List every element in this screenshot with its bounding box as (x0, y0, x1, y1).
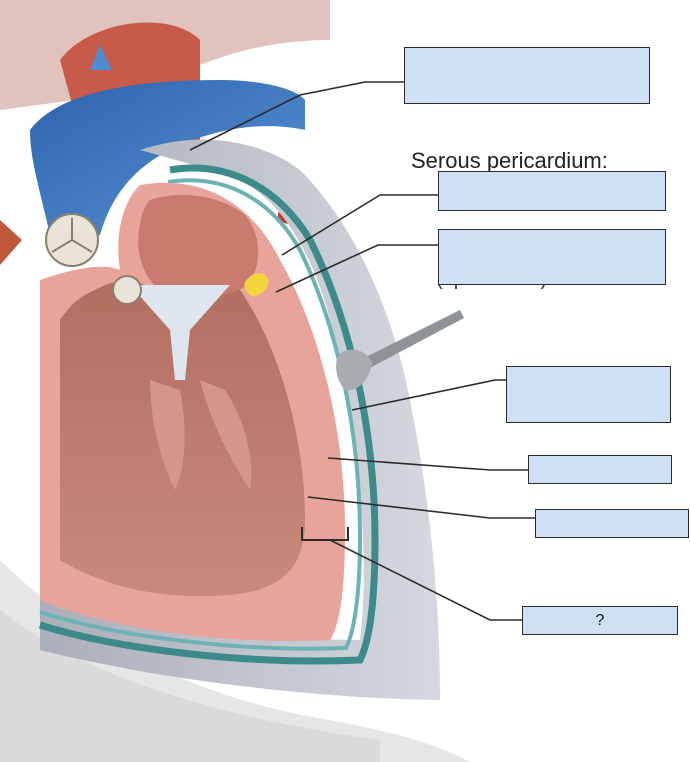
label-box-6[interactable] (535, 509, 689, 538)
label-box-7-question[interactable]: ? (522, 606, 678, 635)
label-box-1[interactable] (404, 47, 650, 104)
leader-line-6 (307, 496, 535, 519)
label-box-2[interactable] (438, 171, 666, 211)
vessel-branch-shape (90, 45, 112, 70)
chordae-shape (130, 285, 230, 380)
retractor-handle-shape (360, 310, 464, 370)
label-box-5[interactable] (528, 455, 672, 484)
fibrous-pericardium-shape (40, 139, 440, 700)
papillary-right (200, 380, 252, 490)
epicardium-hint-text: (epicardium) (436, 284, 547, 291)
visceral-layer-shape (39, 178, 363, 651)
leader-lines (189, 81, 535, 621)
leader-line-3 (275, 244, 438, 293)
leader-line-4 (351, 379, 506, 411)
papillary-left (150, 380, 185, 490)
atrium-shape (138, 195, 259, 297)
label-box-4[interactable] (506, 366, 671, 423)
leader-line-7 (329, 539, 522, 621)
vena-cava-shape (30, 80, 305, 235)
wall-bracket (301, 527, 349, 541)
serous-pericardium-heading: Serous pericardium: (411, 148, 608, 173)
fat-deposit-shape (244, 273, 269, 296)
label-box-3[interactable] (438, 229, 666, 285)
retractor-tip-shape (336, 349, 372, 391)
leader-line-2 (281, 194, 438, 256)
parietal-layer-shape (38, 164, 379, 665)
leader-line-1 (189, 81, 404, 151)
mitral-valve-shape (112, 275, 142, 305)
edge-arrow-shape (0, 220, 22, 265)
leader-line-5 (327, 457, 528, 471)
